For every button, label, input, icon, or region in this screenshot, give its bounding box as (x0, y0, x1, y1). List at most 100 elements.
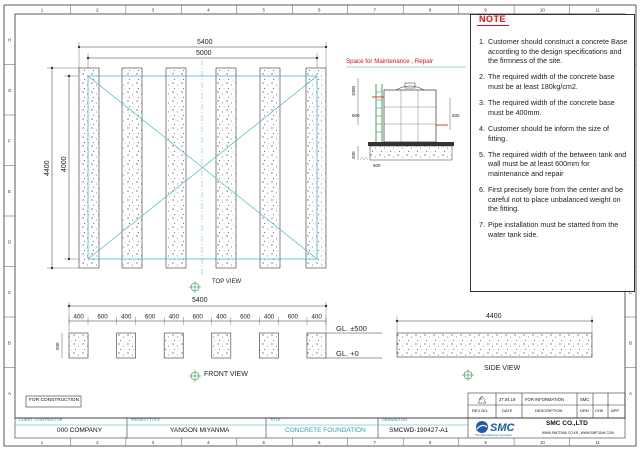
client-name: 000 COMPANY (57, 427, 103, 434)
side-view-drawing (395, 316, 594, 381)
front-concrete-block (306, 332, 327, 359)
title-block-frame (14, 392, 626, 439)
top-view-label: TOP VIEW (212, 279, 241, 285)
grid-col-label-top: 7 (373, 8, 376, 13)
grid-col-label-top: 9 (484, 8, 487, 13)
revision-triangle-icon (477, 395, 487, 404)
note-item-number: 5. (479, 149, 485, 159)
note-item: 4.Customer should be inform the size of … (479, 124, 629, 143)
note-item-text: Customer should construct a concrete Bas… (488, 37, 628, 66)
grid-col-label-top: 11 (595, 8, 600, 13)
note-panel: NOTE 1.Customer should construct a concr… (470, 14, 635, 292)
grid-row-label-left: D (8, 239, 12, 244)
note-item-number: 2. (479, 72, 485, 82)
front-concrete-block (116, 332, 136, 359)
note-item-text: Customer should be inform the size of fi… (488, 123, 610, 143)
side-view-label: SIDE VIEW (484, 365, 521, 372)
gl-top-label: GL. ±500 (336, 324, 367, 333)
grid-col-label-bottom: 7 (373, 440, 376, 445)
concrete-strip (121, 67, 143, 269)
maintenance-detail (346, 66, 466, 161)
gl-bottom-label: GL. +0 (336, 349, 359, 358)
grid-col-label-top: 2 (96, 8, 99, 13)
grid-row-label-left: B (8, 340, 11, 345)
note-item-number: 4. (479, 123, 485, 133)
top-dim-outer-w: 5400 (197, 39, 213, 46)
project-label: PROJECT TITLE (131, 418, 160, 422)
front-concrete-block (211, 332, 232, 359)
grid-col-label-top: 5 (263, 8, 266, 13)
grid-row-label-left: E (8, 189, 11, 194)
construction-stamp: FOR CONSTRUCTION (29, 398, 80, 403)
grid-col-label-bottom: 8 (429, 440, 432, 445)
side-dim: 4400 (486, 313, 502, 320)
concrete-strip (305, 67, 327, 269)
company-name: SMC CO.,LTD (546, 420, 588, 427)
date-header: DATE (502, 408, 513, 413)
top-dim-inner-w: 5000 (196, 50, 212, 57)
description-header: DESCRIPTION (535, 408, 563, 413)
grid-col-label-bottom: 11 (595, 440, 600, 445)
note-item: 6.First precisely bore from the center a… (479, 185, 629, 214)
grid-col-label-bottom: 2 (96, 440, 99, 445)
rev-no-header: REV NO. (472, 408, 489, 413)
note-item-text: The required width of the concrete base … (488, 98, 615, 117)
front-segment-dim: 400 (74, 314, 85, 321)
front-view-label: FRONT VIEW (204, 371, 248, 378)
front-segment-dim: 400 (121, 314, 132, 321)
grid-col-label-top: 3 (152, 8, 155, 13)
smc-logo-icon: SMC (476, 421, 516, 434)
detail-dim-1: 1000 (351, 85, 356, 96)
grid-row-label-right: B (629, 340, 632, 345)
grid-col-label-top: 6 (318, 8, 321, 13)
front-segment-dim: 600 (97, 314, 108, 321)
top-dim-outer-h: 4400 (44, 160, 51, 176)
grid-col-label-bottom: 9 (484, 440, 487, 445)
client-label: CLIENT / CONTRACTOR (19, 418, 63, 422)
note-item: 2.The required width of the concrete bas… (479, 72, 629, 91)
grid-col-label-bottom: 6 (318, 440, 321, 445)
detail-dim-5: 400 (351, 151, 356, 159)
top-view-drawing (47, 42, 328, 293)
drawing-no-label: DRAWING NO. (382, 418, 409, 422)
front-height-mark: 500 (55, 342, 60, 350)
front-segment-dim: 400 (216, 314, 227, 321)
note-item: 5.The required width of the between tank… (479, 150, 629, 179)
note-item-text: First precisely bore from the center and… (488, 185, 624, 214)
concrete-strip (165, 67, 187, 269)
rev-date: 27.04.19 (499, 397, 516, 402)
grid-row-label-right: A (629, 391, 632, 396)
grid-row-label-left: F (8, 138, 11, 143)
grid-row-label-left: C (8, 290, 12, 295)
front-segment-dim: 400 (169, 314, 180, 321)
outer-frame (3, 4, 637, 447)
detail-dim-4: 600 (373, 163, 381, 168)
svg-text:SMC: SMC (490, 422, 516, 434)
note-title-underline (477, 25, 509, 26)
grid-col-label-bottom: 3 (152, 440, 155, 445)
front-segment-dim: 600 (288, 314, 299, 321)
concrete-strip (78, 67, 100, 269)
front-segment-dim: 600 (145, 314, 156, 321)
detail-dim-3: 600 (452, 113, 460, 118)
front-segment-dim: 400 (311, 314, 322, 321)
grid-col-label-bottom: 5 (263, 440, 266, 445)
detail-caption: Space for Maintenance , Repair (346, 58, 433, 65)
drn-header: DRN (580, 408, 589, 413)
top-dim-inner-h: 4000 (61, 156, 68, 172)
front-dim-total: 5400 (192, 297, 208, 304)
front-segment-dim: 600 (193, 314, 204, 321)
note-item-number: 7. (479, 220, 485, 230)
grid-row-label-left: G (8, 88, 12, 93)
grid-col-label-top: 1 (41, 8, 44, 13)
grid-col-label-bottom: 1 (41, 440, 44, 445)
grid-col-label-top: 8 (429, 8, 432, 13)
concrete-strip (215, 67, 237, 269)
note-item: 3.The required width of the concrete bas… (479, 98, 629, 117)
title-label: TITLE (270, 418, 281, 422)
front-concrete-block (163, 332, 184, 359)
grid-row-label-left: A (8, 391, 11, 396)
app-header: APP (611, 408, 620, 413)
note-item-number: 1. (479, 37, 485, 46)
